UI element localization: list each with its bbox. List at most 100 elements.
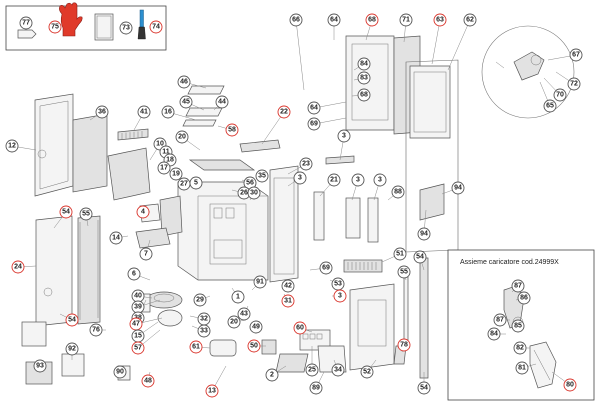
callout-l5: 5: [189, 176, 203, 190]
callout-number: 87: [496, 317, 504, 324]
callout-number: 83: [360, 75, 368, 82]
callout-circle: [277, 105, 291, 119]
callout-circle: [433, 13, 447, 27]
callout-l54b: 54: [65, 313, 79, 327]
callout-circle: [95, 105, 109, 119]
callout-circle: [127, 267, 141, 281]
callout-l40: 40: [131, 289, 145, 303]
callout-circle: [413, 250, 427, 264]
callout-circle: [89, 323, 103, 337]
callout-circle: [511, 279, 525, 293]
callout-l67: 67: [569, 48, 583, 62]
callout-circle: [399, 13, 413, 27]
callout-circle: [136, 205, 150, 219]
callout-l74: 74: [149, 20, 163, 34]
callout-number: 68: [360, 92, 368, 99]
callout-l80: 80: [563, 378, 577, 392]
callout-number: 20: [178, 134, 186, 141]
callout-circle: [175, 130, 189, 144]
callout-circle: [463, 13, 477, 27]
callout-circle: [543, 99, 557, 113]
callout-l42: 42: [281, 279, 295, 293]
callout-number: 72: [570, 81, 578, 88]
callout-circle: [281, 294, 295, 308]
callout-l35: 35: [255, 169, 269, 183]
callout-circle: [417, 227, 431, 241]
callout-number: 42: [284, 283, 292, 290]
callout-l3e: 3: [333, 289, 347, 303]
leader-line-l66: [295, 19, 305, 91]
callout-number: 84: [490, 331, 498, 338]
side-panel-10: [107, 147, 151, 201]
callout-circle: [137, 105, 151, 119]
callout-l50: 50: [247, 339, 261, 353]
callout-l68b: 68: [357, 88, 371, 102]
callout-number: 85: [514, 323, 522, 330]
callout-circle: [253, 275, 267, 289]
motor-47: [157, 309, 183, 327]
callout-circle: [451, 181, 465, 195]
side-panel-55: [77, 215, 101, 325]
callout-number: 45: [182, 99, 190, 106]
callout-l62: 62: [463, 13, 477, 27]
callout-number: 66: [292, 17, 300, 24]
callout-circle: [331, 363, 345, 377]
callout-l6: 6: [127, 267, 141, 281]
callout-number: 92: [68, 346, 76, 353]
callout-circle: [157, 161, 171, 175]
assembly-box-title: Assieme caricatore cod.24999X: [460, 259, 559, 266]
callout-number: 49: [252, 324, 260, 331]
callout-circle: [299, 157, 313, 171]
callout-l85: 85: [511, 319, 525, 333]
callout-l66: 66: [289, 13, 303, 27]
callout-l56: 56: [243, 176, 257, 190]
callout-l84b: 84: [487, 327, 501, 341]
callout-l27: 27: [177, 177, 191, 191]
callout-circle: [351, 173, 365, 187]
callout-circle: [59, 205, 73, 219]
callout-circle: [289, 13, 303, 27]
callout-number: 76: [92, 327, 100, 334]
callout-circle: [293, 171, 307, 185]
callout-number: 44: [218, 99, 226, 106]
callout-number: 67: [572, 52, 580, 59]
callout-circle: [327, 173, 341, 187]
callout-circle: [567, 77, 581, 91]
callout-number: 54: [68, 317, 76, 324]
callout-l29: 29: [193, 293, 207, 307]
callout-circle: [205, 384, 219, 398]
callout-number: 48: [144, 378, 152, 385]
callout-number: 64: [310, 105, 318, 112]
callout-number: 62: [466, 17, 474, 24]
callout-circle: [48, 20, 62, 34]
callout-number: 26: [240, 190, 248, 197]
callout-l19: 19: [169, 167, 183, 181]
callout-l13: 13: [205, 384, 219, 398]
callout-l54c: 54: [413, 250, 427, 264]
callout-l82: 82: [513, 341, 527, 355]
brush-icon: [137, 9, 146, 40]
bar-22: [239, 139, 281, 153]
part-5: [159, 195, 183, 237]
callout-l16: 16: [161, 105, 175, 119]
callout-number: 1: [236, 294, 240, 301]
callout-number: 24: [14, 264, 22, 271]
callout-number: 15: [134, 333, 142, 340]
callout-l32: 32: [197, 312, 211, 326]
callout-number: 93: [36, 363, 44, 370]
callout-number: 68: [368, 17, 376, 24]
callout-l60: 60: [293, 321, 307, 335]
callout-number: 74: [152, 24, 160, 31]
callout-circle: [149, 20, 163, 34]
detail-circle: [481, 25, 575, 119]
callout-number: 52: [363, 369, 371, 376]
glove-icon: [59, 2, 83, 37]
door-glass-62: [409, 65, 451, 139]
callout-number: 25: [308, 367, 316, 374]
callout-number: 27: [180, 181, 188, 188]
callout-circle: [281, 279, 295, 293]
callout-number: 78: [400, 342, 408, 349]
callout-l7: 7: [139, 247, 153, 261]
callout-l21: 21: [327, 173, 341, 187]
